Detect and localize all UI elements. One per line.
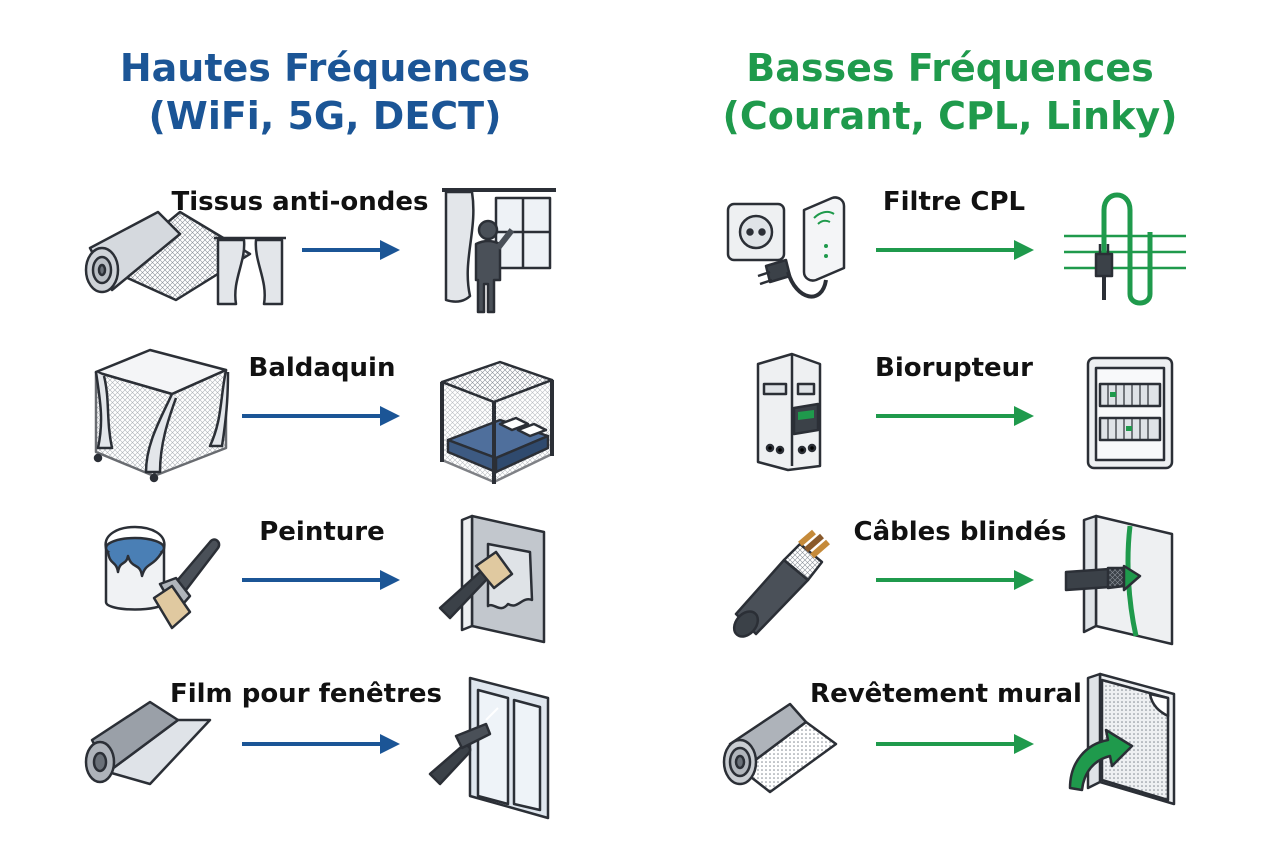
wall-covering-roll-icon [722,702,838,794]
hf-title-line2: (WiFi, 5G, DECT) [148,94,502,138]
hf-arrows [242,240,400,754]
hf-column-title: Hautes Fréquences (WiFi, 5G, DECT) [40,44,610,140]
curtain-small-icon [214,236,286,306]
paint-brush-icon [152,538,221,630]
shielded-cable-icon [732,529,830,638]
paint-can-icon [104,525,166,611]
bf-title-line2: (Courant, CPL, Linky) [722,94,1178,138]
bf-arrows [876,240,1034,754]
film-roll-icon [84,700,212,786]
circuit-breaker-icon [756,352,822,472]
bf-title-line1: Basses Fréquences [746,46,1154,90]
bf-label-cables: Câbles blindés [853,517,1067,547]
painted-wall-icon [438,514,546,644]
hf-label-baldaquin: Baldaquin [248,353,396,383]
filtered-plug-icon [1064,192,1186,306]
canopy-icon [93,348,230,483]
bed-canopy-icon [440,360,554,484]
wall-covering-icon [1068,672,1176,806]
window-squeegee-icon [428,676,550,820]
hf-title-line1: Hautes Fréquences [119,46,531,90]
hf-label-tissus: Tissus anti-ondes [171,187,429,217]
plc-filter-icon [726,196,846,299]
hf-label-peinture: Peinture [259,517,385,547]
hf-label-film: Film pour fenêtres [169,679,443,709]
bf-column-title: Basses Fréquences (Courant, CPL, Linky) [670,44,1230,140]
curtain-window-icon [442,188,556,314]
bf-label-filtre: Filtre CPL [882,187,1026,217]
bf-label-biorupteur: Biorupteur [875,353,1033,383]
electrical-panel-icon [1086,356,1174,470]
wall-cable-icon [1064,514,1174,646]
bf-label-revetement: Revêtement mural [810,679,1082,709]
fabric-roll-icon [84,210,252,302]
